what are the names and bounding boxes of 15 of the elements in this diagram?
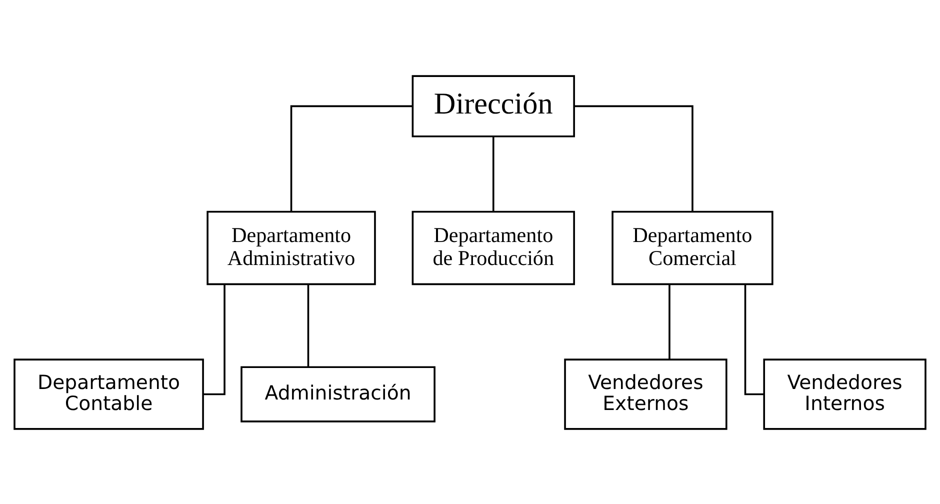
node-box: Departamento Comercial	[612, 210, 774, 285]
connector	[668, 284, 670, 359]
connector	[492, 136, 494, 212]
node-box: Dirección	[412, 74, 575, 137]
connector	[203, 284, 226, 395]
node-box: Vendedores Internos	[763, 358, 926, 430]
node-box: Departamento de Producción	[412, 210, 575, 285]
connector	[307, 284, 310, 367]
node-box: Departamento Administrativo	[206, 210, 376, 285]
connector	[574, 104, 694, 211]
connector	[744, 284, 764, 395]
node-box: Departamento Contable	[14, 358, 204, 430]
node-box: Vendedores Externos	[564, 358, 728, 430]
connector	[290, 104, 412, 211]
node-box: Administración	[240, 366, 436, 422]
